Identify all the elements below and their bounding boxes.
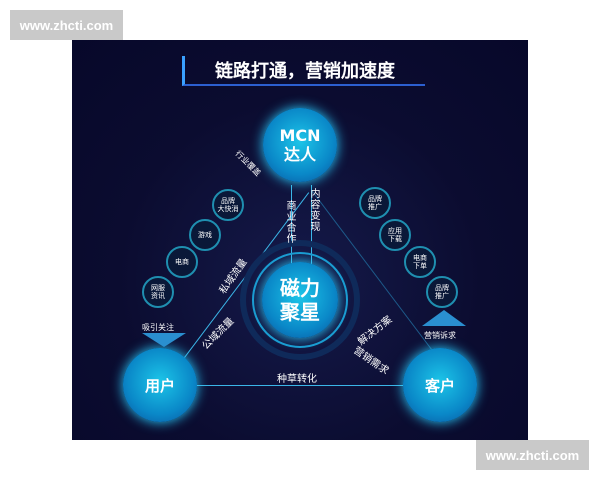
node-center: 磁力 聚星 xyxy=(262,262,338,338)
bottom-connector xyxy=(160,385,422,386)
watermark: www.zhcti.com xyxy=(10,10,123,40)
right-item-3-l2: 下单 xyxy=(413,262,427,270)
diagram-title: 链路打通，营销加速度 xyxy=(182,56,425,86)
left-item-3-l1: 电商 xyxy=(175,257,189,266)
right-item-1: 品牌推广 xyxy=(359,187,391,219)
node-user: 用户 xyxy=(123,348,197,422)
label-business: 商业合作 xyxy=(284,200,295,244)
left-item-4-l2: 资讯 xyxy=(151,292,165,300)
node-center-line2: 聚星 xyxy=(280,300,320,324)
center-ring-outer xyxy=(240,240,360,360)
label-demand: 营销需求 xyxy=(351,345,391,378)
label-grass: 种草转化 xyxy=(277,374,317,385)
left-item-3: 电商 xyxy=(166,246,198,278)
right-item-3: 电商下单 xyxy=(404,246,436,278)
node-mcn: MCN 达人 xyxy=(263,108,337,182)
label-appeal: 营销诉求 xyxy=(424,331,456,340)
right-item-2-l1: 应用 xyxy=(388,226,402,235)
node-center-line1: 磁力 xyxy=(280,276,320,300)
node-user-label: 用户 xyxy=(144,376,175,395)
left-item-1: 品牌大快消 xyxy=(212,189,244,221)
left-item-1-l2: 大快消 xyxy=(217,205,239,213)
node-mcn-line2: 达人 xyxy=(283,145,316,164)
node-client: 客户 xyxy=(403,348,477,422)
watermark-bottom: www.zhcti.com xyxy=(476,440,589,470)
label-attract: 吸引关注 xyxy=(142,323,174,332)
label-content: 内容变现 xyxy=(308,188,319,232)
right-item-3-l1: 电商 xyxy=(413,253,427,262)
diagram-panel: 链路打通，营销加速度 MCN 达人 磁力 聚星 用户 客户 品牌大快消 游戏 电… xyxy=(72,40,528,440)
right-item-1-l2: 推广 xyxy=(368,203,382,211)
right-item-4-l2: 推广 xyxy=(435,292,449,300)
left-item-1-l1: 品牌 xyxy=(221,196,235,205)
right-item-2: 应用下载 xyxy=(379,219,411,251)
center-ring-inner xyxy=(252,252,348,348)
left-item-4: 网服资讯 xyxy=(142,276,174,308)
left-item-2-l1: 游戏 xyxy=(198,230,212,239)
right-item-4-l1: 品牌 xyxy=(435,283,449,292)
node-client-label: 客户 xyxy=(424,376,455,395)
right-item-1-l1: 品牌 xyxy=(368,194,382,203)
appeal-arrow-icon xyxy=(422,310,466,326)
node-mcn-line1: MCN xyxy=(279,125,321,145)
attract-arrow-icon xyxy=(142,333,186,347)
left-item-2: 游戏 xyxy=(189,219,221,251)
right-item-2-l2: 下载 xyxy=(388,235,402,243)
left-item-4-l1: 网服 xyxy=(151,283,165,292)
right-item-4: 品牌推广 xyxy=(426,276,458,308)
label-industry: 行业覆盖 xyxy=(233,149,263,178)
